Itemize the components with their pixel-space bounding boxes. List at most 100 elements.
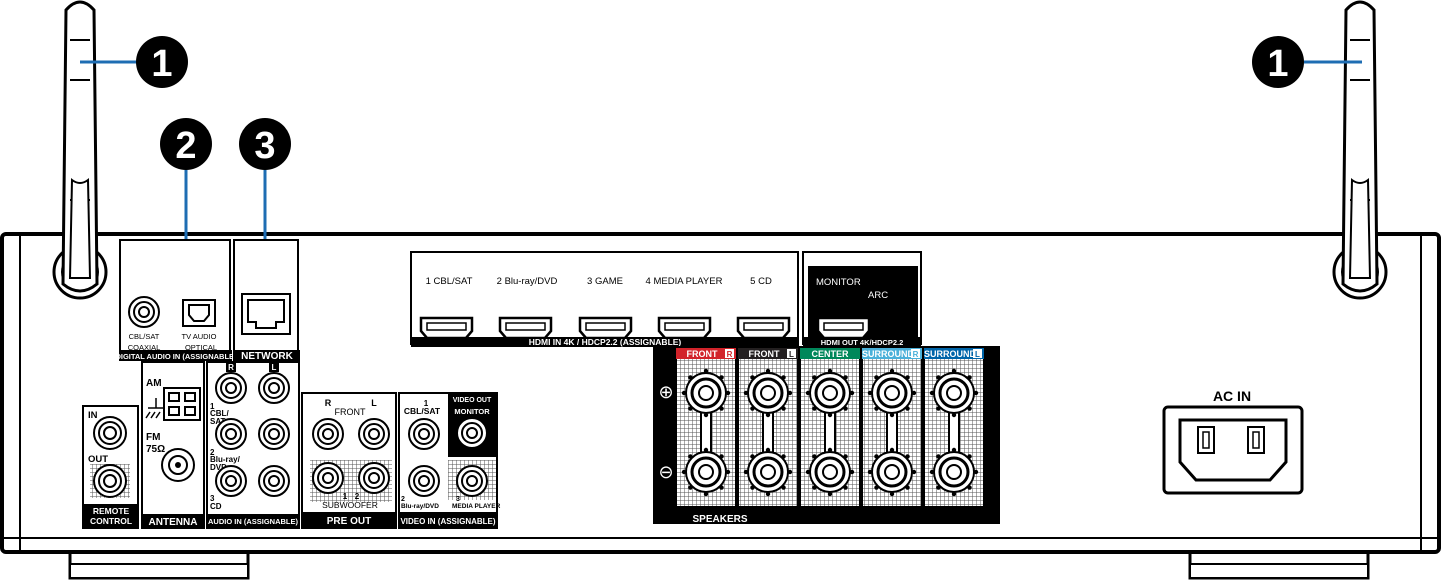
remote-out-jack[interactable]	[90, 464, 130, 498]
hdmi-in-port-3[interactable]	[578, 316, 633, 340]
audio-in-r-label: R	[228, 363, 234, 372]
callout-badge-1-left: 1	[136, 36, 188, 88]
remote-in-jack[interactable]	[93, 416, 127, 450]
pre-out-front-label: FRONT	[335, 407, 366, 417]
video-in-section-label: VIDEO IN (ASSIGNABLE)	[400, 517, 495, 526]
speaker-channel-name: FRONT	[687, 349, 718, 359]
speaker-channel-side: L	[789, 350, 794, 359]
hdmi-in-section: 1 CBL/SAT 2 Blu-ray/DVD 3 GAME 4 MEDIA P…	[410, 251, 799, 347]
hdmi-in-label: 4 MEDIA PLAYER	[646, 276, 723, 287]
wireless-antenna-right	[1332, 0, 1388, 300]
pre-out-section-label: PRE OUT	[327, 516, 371, 527]
hdmi-in-port-4[interactable]	[657, 316, 712, 340]
remote-out-label: OUT	[88, 454, 108, 465]
network-section: NETWORK	[233, 239, 300, 362]
speaker-terminal-minus[interactable]	[929, 447, 979, 497]
audio-in-1-r-jack[interactable]	[215, 372, 247, 404]
pre-out-front-l-jack[interactable]	[358, 418, 390, 450]
hdmi-out-monitor-label: MONITOR	[816, 277, 861, 288]
video-in-1-jack[interactable]	[408, 418, 440, 450]
fm-label: FM	[146, 432, 160, 443]
audio-in-3-num: 3	[210, 494, 215, 503]
callout-badge-2: 2	[160, 118, 212, 170]
hdmi-out-port[interactable]	[816, 316, 871, 340]
subwoofer-2-label: 2	[355, 492, 360, 501]
radio-antenna-section: AM FM 75Ω ANTENNA	[141, 361, 205, 529]
callout-number: 3	[254, 125, 275, 167]
callout-number: 2	[175, 125, 196, 167]
speaker-channel-name: FRONT	[749, 349, 780, 359]
optical-jack[interactable]	[182, 299, 216, 327]
speakers-section-label: SPEAKERS	[692, 514, 747, 525]
video-in-2-num: 2	[401, 496, 405, 503]
fm-antenna-jack[interactable]	[161, 448, 195, 482]
video-in-1-num: 1	[424, 399, 429, 408]
audio-in-2-r-jack[interactable]	[215, 418, 247, 450]
ethernet-port[interactable]	[241, 293, 291, 335]
network-section-label: NETWORK	[241, 351, 293, 362]
audio-in-3-label: CD	[210, 502, 222, 511]
digital-audio-in-section: CBL/SAT COAXIAL TV AUDIO OPTICAL DIGITAL…	[115, 239, 237, 361]
audio-in-2-l-jack[interactable]	[258, 418, 290, 450]
subwoofer-1-jack[interactable]	[312, 462, 344, 494]
video-in-3-jack[interactable]	[456, 465, 488, 497]
audio-in-1-label-a: CBL/	[210, 409, 229, 418]
speaker-terminal-minus[interactable]	[867, 447, 917, 497]
speaker-channel-name: CENTER	[811, 349, 849, 359]
speaker-terminal-plus[interactable]	[805, 368, 855, 418]
remote-control-section: IN OUT REMOTE CONTROL	[82, 405, 139, 529]
speaker-terminal-minus[interactable]	[743, 447, 793, 497]
speaker-terminal-plus[interactable]	[929, 368, 979, 418]
coaxial-jack[interactable]	[128, 296, 160, 328]
ac-in-label: AC IN	[1213, 388, 1251, 404]
video-in-2-jack[interactable]	[408, 465, 440, 497]
audio-in-3-r-jack[interactable]	[215, 465, 247, 497]
pre-out-front-r-jack[interactable]	[312, 418, 344, 450]
hdmi-out-arc-label: ARC	[868, 290, 888, 301]
hdmi-in-label: 2 Blu-ray/DVD	[497, 276, 558, 287]
am-antenna-terminal[interactable]	[163, 387, 201, 421]
remote-section-label-1: REMOTE	[93, 506, 130, 516]
ac-inlet[interactable]	[1162, 405, 1304, 495]
plus-polarity-label: ⊕	[658, 382, 673, 402]
audio-in-1-label-b: SAT	[210, 417, 226, 426]
video-out-monitor-jack[interactable]	[456, 417, 488, 449]
speaker-channel-3: CENTER	[800, 348, 860, 506]
hdmi-in-section-label: HDMI IN 4K / HDCP2.2 (ASSIGNABLE)	[529, 337, 682, 347]
speaker-terminal-plus[interactable]	[681, 368, 731, 418]
speaker-terminal-plus[interactable]	[867, 368, 917, 418]
audio-in-1-l-jack[interactable]	[258, 372, 290, 404]
subwoofer-2-jack[interactable]	[358, 462, 390, 494]
optical-label: TV AUDIO	[181, 332, 216, 341]
minus-polarity-label: ⊖	[658, 462, 673, 482]
hdmi-in-port-2[interactable]	[498, 316, 553, 340]
subwoofer-label: SUBWOOFER	[322, 500, 378, 510]
speaker-channel-name: SURROUND	[862, 349, 915, 359]
hdmi-in-label: 5 CD	[750, 276, 772, 287]
speaker-channel-2: FRONT L	[738, 348, 798, 506]
video-in-1-label: CBL/SAT	[404, 406, 441, 416]
audio-in-section: R L 1 CBL/ SAT 2 Blu-ray/ DVD 3 CD AUDIO…	[206, 361, 300, 529]
speaker-channel-name: SURROUND	[924, 349, 977, 359]
audio-in-1-num: 1	[210, 402, 215, 411]
speaker-terminal-minus[interactable]	[681, 447, 731, 497]
antenna-section-label: ANTENNA	[149, 517, 198, 528]
subwoofer-1-label: 1	[343, 492, 348, 501]
hdmi-out-section: MONITOR ARC HDMI OUT 4K/HDCP2.2	[802, 251, 922, 347]
ground-icon	[145, 398, 164, 419]
speaker-terminal-minus[interactable]	[805, 447, 855, 497]
am-label: AM	[146, 378, 162, 389]
audio-in-l-label: L	[272, 363, 277, 372]
coax-sublabel: COAXIAL	[128, 343, 161, 352]
speaker-terminal-plus[interactable]	[743, 368, 793, 418]
audio-in-3-l-jack[interactable]	[258, 465, 290, 497]
speaker-channel-side: R	[913, 350, 919, 359]
remote-section-label-2: CONTROL	[90, 516, 132, 526]
pre-out-section: R L FRONT 1 2 SUBWOOFER PRE OUT	[301, 392, 397, 529]
hdmi-in-port-1[interactable]	[419, 316, 474, 340]
fm-ohm-label: 75Ω	[146, 444, 165, 455]
hdmi-in-port-5[interactable]	[736, 316, 791, 340]
hdmi-in-label: 3 GAME	[587, 276, 623, 287]
